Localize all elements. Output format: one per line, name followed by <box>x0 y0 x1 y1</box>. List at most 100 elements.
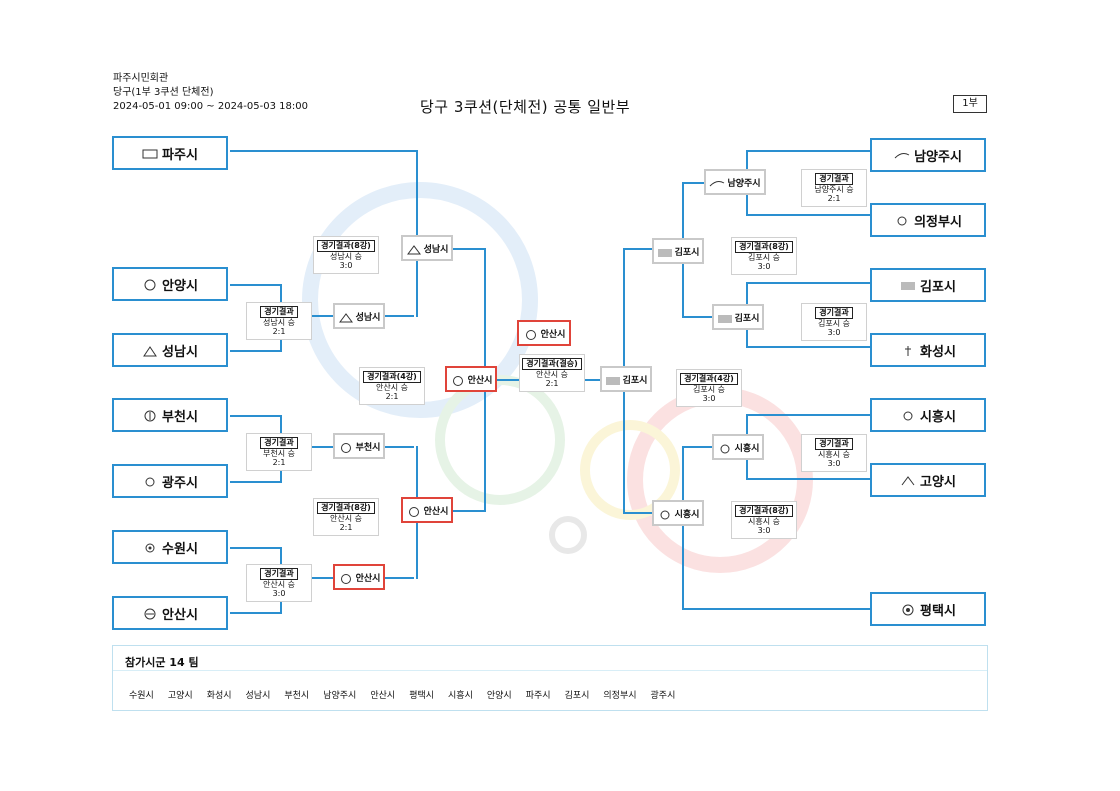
city-logo-icon <box>523 326 539 340</box>
bracket-line <box>682 446 684 610</box>
bracket-line <box>416 150 418 317</box>
bracket-line <box>230 415 280 417</box>
winner-box-left-r1-a[interactable]: 성남시 <box>333 303 385 329</box>
participant-city: 수원시 <box>129 691 154 701</box>
participant-city: 시흥시 <box>448 691 473 701</box>
city-logo-icon <box>406 503 422 517</box>
team-box-left-1[interactable]: 파주시 <box>112 136 228 170</box>
winner-box-right-r1-a[interactable]: 남양주시 <box>704 169 766 195</box>
participant-city: 남양주시 <box>323 691 357 701</box>
city-logo-icon <box>142 606 158 620</box>
bracket-line <box>230 284 280 286</box>
city-logo-icon <box>894 148 910 162</box>
city-logo-icon <box>142 146 158 160</box>
city-logo-icon <box>142 277 158 291</box>
participant-city: 안산시 <box>370 691 396 701</box>
participant-city: 화성시 <box>206 691 232 701</box>
team-box-left-2[interactable]: 안양시 <box>112 267 228 301</box>
winner-box-right-qf-a[interactable]: 김포시 <box>652 238 704 264</box>
bracket-line <box>746 282 870 284</box>
city-logo-icon <box>142 408 158 422</box>
bracket-line <box>746 346 870 348</box>
team-box-left-6[interactable]: 수원시 <box>112 530 228 564</box>
participant-city: 파주시 <box>525 691 551 701</box>
city-logo-icon <box>406 241 422 255</box>
venue-name: 파주시민회관 <box>113 73 169 84</box>
participant-city: 평택시 <box>409 691 435 701</box>
team-box-left-4[interactable]: 부천시 <box>112 398 228 432</box>
city-logo-icon <box>338 439 354 453</box>
bracket-line <box>230 481 280 483</box>
participant-city: 의정부시 <box>603 691 637 701</box>
team-box-right-4[interactable]: 화성시 <box>870 333 986 367</box>
city-logo-icon <box>142 540 158 554</box>
bracket-line <box>746 214 870 216</box>
city-logo-icon <box>717 310 733 324</box>
team-box-left-7[interactable]: 안산시 <box>112 596 228 630</box>
winner-box-left-sf[interactable]: 안산시 <box>445 366 497 392</box>
city-logo-icon <box>142 343 158 357</box>
bracket-line <box>230 150 418 152</box>
team-box-right-5[interactable]: 시흥시 <box>870 398 986 432</box>
winner-box-right-r1-c[interactable]: 시흥시 <box>712 434 764 460</box>
division-badge: 1부 <box>953 95 987 113</box>
event-period: 2024-05-01 09:00 ~ 2024-05-03 18:00 <box>113 101 308 112</box>
bracket-line <box>230 350 280 352</box>
city-logo-icon <box>709 175 725 189</box>
winner-box-right-r1-b[interactable]: 김포시 <box>712 304 764 330</box>
team-box-right-3[interactable]: 김포시 <box>870 268 986 302</box>
team-box-left-3[interactable]: 성남시 <box>112 333 228 367</box>
team-box-right-1[interactable]: 남양주시 <box>870 138 986 172</box>
city-logo-icon <box>894 213 910 227</box>
participants-title: 참가시군 14 팀 <box>125 656 199 669</box>
team-box-right-7[interactable]: 평택시 <box>870 592 986 626</box>
city-logo-icon <box>900 278 916 292</box>
panel-divider <box>113 670 987 671</box>
team-box-right-2[interactable]: 의정부시 <box>870 203 986 237</box>
city-logo-icon <box>338 309 354 323</box>
bracket-line <box>746 150 870 152</box>
bracket-line <box>746 414 870 416</box>
participants-panel: 참가시군 14 팀 수원시 고양시 화성시 성남시 부천시 남양주시 안산시 평… <box>112 645 988 711</box>
participant-city: 부천시 <box>284 691 310 701</box>
city-logo-icon <box>900 602 916 616</box>
champion-box[interactable]: 안산시 <box>517 320 571 346</box>
team-box-right-6[interactable]: 고양시 <box>870 463 986 497</box>
event-name: 당구(1부 3쿠션 단체전) <box>113 87 214 98</box>
participant-city: 안양시 <box>486 691 512 701</box>
winner-box-right-qf-b[interactable]: 시흥시 <box>652 500 704 526</box>
city-logo-icon <box>338 570 354 584</box>
bracket-line <box>230 612 280 614</box>
bracket-line <box>230 547 280 549</box>
city-logo-icon <box>142 474 158 488</box>
participant-city: 성남시 <box>245 691 271 701</box>
city-logo-icon <box>605 372 621 386</box>
city-logo-icon <box>657 506 673 520</box>
city-logo-icon <box>900 343 916 357</box>
city-logo-icon <box>717 440 733 454</box>
winner-box-left-qf-a[interactable]: 성남시 <box>401 235 453 261</box>
city-logo-icon <box>900 408 916 422</box>
participants-list: 수원시 고양시 화성시 성남시 부천시 남양주시 안산시 평택시 시흥시 안양시… <box>129 688 675 701</box>
page-title: 당구 3쿠션(단체전) 공통 일반부 <box>420 98 631 116</box>
participant-city: 광주시 <box>650 691 676 701</box>
winner-box-left-qf-b[interactable]: 안산시 <box>401 497 453 523</box>
winner-box-right-sf[interactable]: 김포시 <box>600 366 652 392</box>
winner-box-left-r1-b[interactable]: 부천시 <box>333 433 385 459</box>
winner-box-left-r1-c[interactable]: 안산시 <box>333 564 385 590</box>
city-logo-icon <box>657 244 673 258</box>
team-box-left-5[interactable]: 광주시 <box>112 464 228 498</box>
